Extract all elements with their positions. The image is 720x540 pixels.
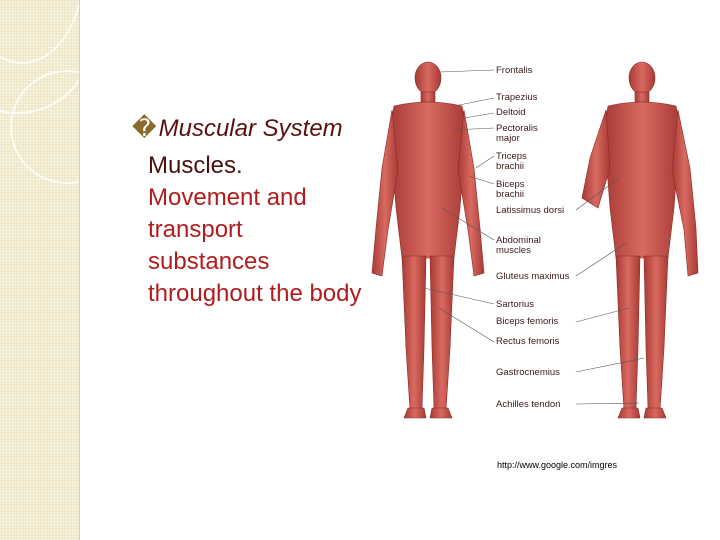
label-gluteus-maximus: Gluteus maximus bbox=[496, 271, 570, 282]
label-gastrocnemius: Gastrocnemius bbox=[496, 367, 560, 378]
bullet-glyph: � bbox=[132, 115, 157, 142]
label-triceps-brachii: Triceps brachii bbox=[496, 151, 527, 172]
label-achilles-tendon: Achilles tendon bbox=[496, 399, 561, 410]
label-sartorius: Sartorius bbox=[496, 299, 535, 310]
front-figure bbox=[371, 61, 485, 419]
slide-body: Muscles. Movement and transport substanc… bbox=[148, 150, 363, 310]
label-deltoid: Deltoid bbox=[496, 107, 526, 118]
slide-title: �Muscular System bbox=[132, 114, 343, 144]
muscle-diagram-illustration bbox=[371, 61, 699, 419]
label-frontalis: Frontalis bbox=[496, 65, 533, 76]
label-abdominal-muscles: Abdominal muscles bbox=[496, 235, 541, 256]
label-rectus-femoris: Rectus femoris bbox=[496, 336, 560, 347]
slide-title-text: Muscular System bbox=[158, 115, 343, 142]
image-credit: http://www.google.com/imgres bbox=[497, 460, 618, 470]
leader-lines bbox=[423, 69, 645, 405]
label-trapezius: Trapezius bbox=[496, 92, 538, 103]
label-pectoralis-major: Pectoralis major bbox=[496, 123, 538, 144]
label-biceps-brachii: Biceps brachii bbox=[496, 179, 525, 200]
body-description: Movement and transport substances throug… bbox=[148, 184, 362, 307]
band-divider bbox=[79, 0, 80, 540]
label-biceps-femoris: Biceps femoris bbox=[496, 316, 559, 327]
label-latissimus-dorsi: Latissimus dorsi bbox=[496, 205, 565, 216]
back-figure bbox=[581, 61, 699, 419]
decorative-side-band bbox=[0, 0, 79, 540]
muscle-diagram-image: Frontalis Trapezius Deltoid Pectoralis m… bbox=[364, 58, 704, 432]
body-first-line: Muscles. bbox=[148, 152, 243, 179]
